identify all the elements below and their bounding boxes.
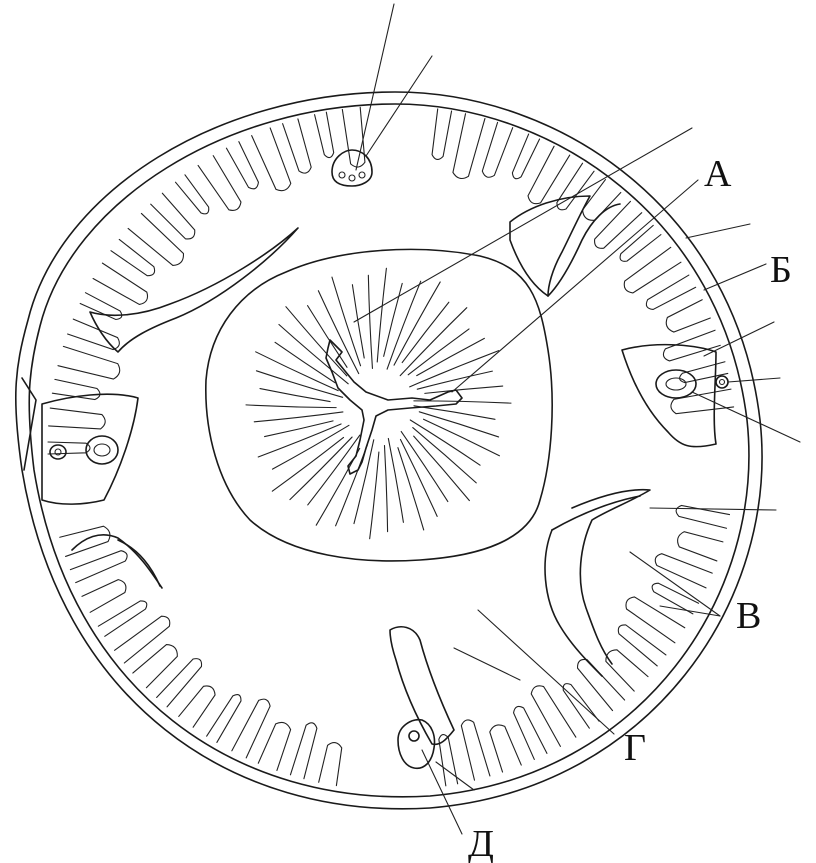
muscle-cell [482, 122, 512, 177]
intestine-stria [425, 386, 503, 393]
muscle-cell [624, 247, 681, 293]
intestine-stria [272, 437, 343, 491]
muscle-cell [461, 720, 490, 780]
muscle-cell [606, 650, 648, 691]
intestine-stria [286, 307, 347, 376]
muscle-cell [258, 722, 290, 770]
lateral-line-right [622, 345, 728, 447]
muscle-cell [115, 616, 170, 663]
muscle-cell [453, 114, 485, 179]
muscle-cell [528, 146, 570, 204]
intestine-stria [246, 405, 336, 408]
muscle-cell [49, 408, 106, 429]
muscle-cell [93, 263, 147, 304]
muscle-cell-band [48, 107, 734, 786]
intestine-stria [275, 342, 335, 382]
muscle-cell [490, 725, 522, 772]
inner-wall-contour [29, 104, 749, 797]
intestine-stria [308, 306, 347, 368]
muscle-cell [226, 142, 258, 189]
muscle-cell [512, 134, 539, 179]
muscle-cell [655, 554, 712, 588]
muscle-cell [652, 583, 698, 614]
intestine-stria [384, 283, 403, 356]
intestine-stria [388, 438, 403, 522]
muscle-cell [671, 389, 734, 413]
muscle-cell [70, 551, 127, 583]
intestine-stria [256, 371, 342, 398]
muscle-cell [342, 107, 365, 167]
muscle-cell [58, 346, 120, 379]
muscle-cell [82, 580, 126, 613]
label-g: Г [624, 727, 646, 769]
intestine [206, 249, 552, 560]
muscle-cell [179, 686, 215, 727]
muscle-cell [432, 109, 451, 160]
intestine-stria [417, 371, 492, 389]
muscle-cell [315, 112, 334, 157]
muscle-cell [678, 532, 723, 561]
intestine-stria [414, 406, 495, 419]
muscle-cell [128, 213, 183, 265]
intestine-stria [368, 275, 372, 368]
label-d: Д [468, 823, 494, 863]
muscle-cell [157, 659, 202, 707]
label-a: А [704, 153, 732, 195]
intestine-stria [290, 437, 352, 500]
ventral-nerve-cord [398, 720, 435, 769]
muscle-cell [290, 723, 316, 779]
intestine-stria [410, 420, 480, 465]
muscle-cell [531, 686, 576, 747]
label-v: В [736, 595, 761, 637]
label-b: Б [770, 249, 792, 291]
intestine-stria [370, 452, 379, 539]
intestine-stria [332, 277, 361, 366]
intestine-stria [400, 439, 437, 516]
intestine-stria [410, 351, 499, 387]
intestine-stria [413, 428, 477, 483]
muscle-cell [514, 706, 547, 759]
muscle-cell [620, 225, 661, 261]
muscle-cell [319, 743, 342, 786]
muscle-cell [207, 695, 241, 743]
intestine-stria [336, 445, 368, 526]
outer-cuticle [16, 92, 762, 809]
reproductive-tubes [72, 196, 650, 744]
intestine-stria [414, 401, 511, 403]
muscle-cell [283, 119, 312, 173]
muscle-cell [175, 175, 208, 214]
muscle-cell [98, 601, 146, 636]
muscle-cell [60, 526, 110, 556]
intestine-stria [377, 268, 386, 362]
intestine-stria [254, 412, 343, 422]
muscle-cell [151, 193, 195, 239]
muscle-cell [48, 442, 90, 454]
muscle-cell [666, 300, 710, 332]
intestine-stria [384, 445, 387, 531]
muscle-cell [563, 684, 599, 729]
intestine-stria [265, 421, 333, 437]
